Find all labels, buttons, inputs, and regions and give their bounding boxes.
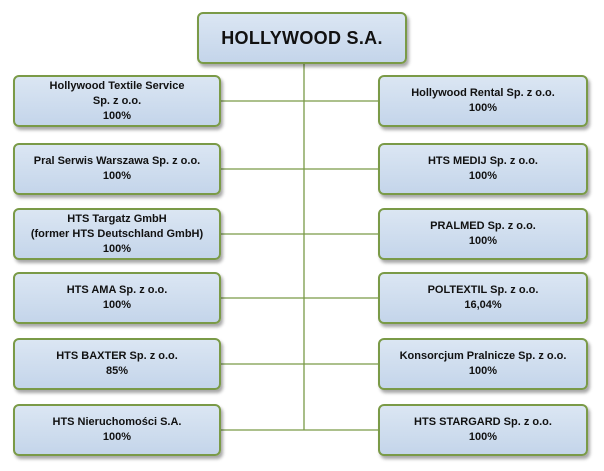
root-company-name: HOLLYWOOD S.A.: [221, 28, 383, 48]
subsidiary-text-line: 100%: [468, 170, 498, 182]
subsidiary-text-line: HTS Nieruchomości S.A.: [52, 416, 182, 428]
left-subsidiary-box: HTS Nieruchomości S.A. 100%: [13, 404, 221, 456]
right-subsidiary-box: Konsorcjum Pralnicze Sp. z o.o. 100%: [378, 338, 588, 390]
right-subsidiary-box: Hollywood Rental Sp. z o.o. 100%: [378, 75, 588, 127]
left-subsidiary-box: HTS AMA Sp. z o.o. 100%: [13, 272, 221, 324]
subsidiary-text-line: 100%: [468, 431, 498, 443]
subsidiary-text-line: 100%: [468, 102, 498, 114]
subsidiary-text-line: Hollywood Textile Service: [49, 79, 185, 92]
subsidiary-text-line: PRALMED Sp. z o.o.: [430, 220, 536, 232]
root-company-box: HOLLYWOOD S.A.: [197, 12, 407, 64]
subsidiary-text-line: Konsorcjum Pralnicze Sp. z o.o.: [399, 350, 567, 362]
subsidiary-text-line: 100%: [468, 235, 498, 247]
subsidiary-text-line: 100%: [468, 365, 498, 377]
subsidiary-text-line: 100%: [102, 431, 132, 443]
left-subsidiary-box: HTS Targatz GmbH (former HTS Deutschland …: [13, 208, 221, 260]
subsidiary-text-line: HTS AMA Sp. z o.o.: [66, 284, 168, 296]
right-subsidiary-box: PRALMED Sp. z o.o. 100%: [378, 208, 588, 260]
left-subsidiary-box: Pral Serwis Warszawa Sp. z o.o. 100%: [13, 143, 221, 195]
subsidiary-text-line: Pral Serwis Warszawa Sp. z o.o.: [33, 155, 201, 167]
right-subsidiary-box: POLTEXTIL Sp. z o.o. 16,04%: [378, 272, 588, 324]
subsidiary-text-line: (former HTS Deutschland GmbH): [30, 227, 204, 240]
subsidiary-text-line: 100%: [102, 109, 132, 122]
subsidiary-text-line: HTS STARGARD Sp. z o.o.: [414, 416, 552, 428]
subsidiary-text-line: HTS BAXTER Sp. z o.o.: [56, 350, 178, 362]
subsidiary-text-line: Sp. z o.o.: [92, 94, 142, 107]
subsidiary-text-line: 100%: [102, 170, 132, 182]
subsidiary-text-line: 85%: [105, 365, 129, 377]
subsidiary-text-line: HTS Targatz GmbH: [67, 212, 167, 225]
right-subsidiary-box: HTS MEDIJ Sp. z o.o. 100%: [378, 143, 588, 195]
left-subsidiary-box: HTS BAXTER Sp. z o.o. 85%: [13, 338, 221, 390]
subsidiary-text-line: POLTEXTIL Sp. z o.o.: [427, 284, 539, 296]
subsidiary-text-line: 16,04%: [464, 299, 502, 311]
subsidiary-text-line: HTS MEDIJ Sp. z o.o.: [427, 155, 538, 167]
subsidiary-text-line: Hollywood Rental Sp. z o.o.: [411, 87, 555, 99]
right-subsidiary-box: HTS STARGARD Sp. z o.o. 100%: [378, 404, 588, 456]
subsidiary-text-line: 100%: [102, 242, 132, 255]
subsidiary-text-line: 100%: [102, 299, 132, 311]
